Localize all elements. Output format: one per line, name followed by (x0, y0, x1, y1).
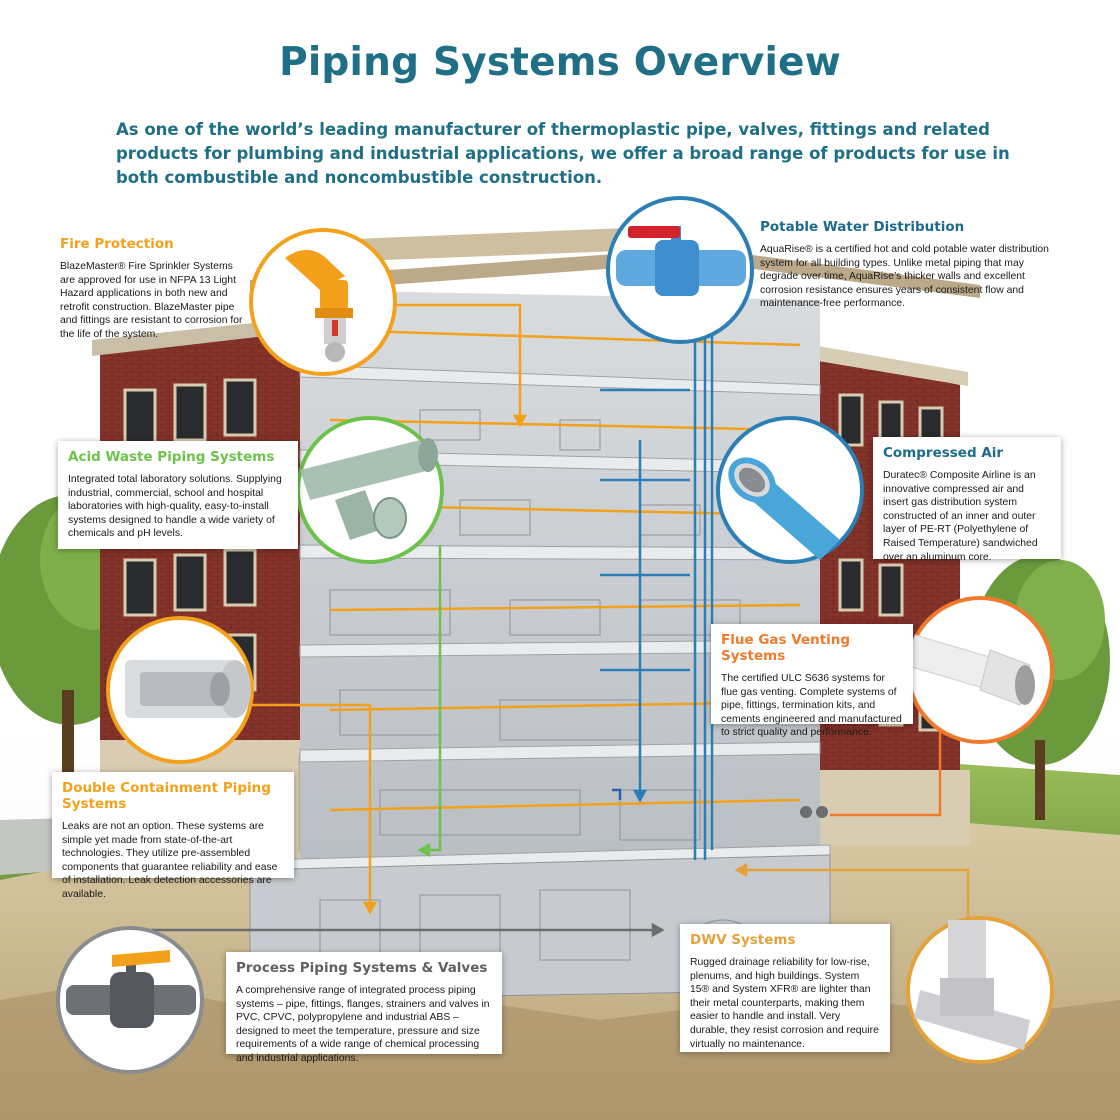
callout-title: Compressed Air (883, 445, 1004, 461)
callout-text: Integrated total laboratory solutions. S… (68, 474, 282, 540)
callout-title: Flue Gas Venting Systems (721, 632, 851, 664)
callout-title: Acid Waste Piping Systems (68, 449, 275, 465)
callout-potable-water: Potable Water Distribution AquaRise® is … (760, 219, 1050, 311)
callout-flue-gas: Flue Gas Venting Systems The certified U… (711, 624, 913, 738)
callout-title: Potable Water Distribution (760, 219, 965, 235)
callout-text: Duratec® Composite Airline is an innovat… (883, 470, 1038, 563)
intro-text: As one of the world’s leading manufactur… (116, 120, 1010, 187)
callout-title: Double Containment Piping Systems (62, 780, 271, 812)
callout-title: DWV Systems (690, 932, 796, 948)
callout-acid-waste: Acid Waste Piping Systems Integrated tot… (58, 441, 298, 549)
callout-text: The certified ULC S636 systems for flue … (721, 673, 902, 739)
callout-title: Fire Protection (60, 236, 174, 252)
callout-text: AquaRise® is a certified hot and cold po… (760, 244, 1049, 310)
callout-text: A comprehensive range of integrated proc… (236, 985, 490, 1064)
callout-title: Process Piping Systems & Valves (236, 960, 488, 976)
callout-text: BlazeMaster® Fire Sprinkler Systems are … (60, 261, 243, 340)
callout-double-containment: Double Containment Piping Systems Leaks … (52, 772, 294, 900)
callout-text: Rugged drainage reliability for low-rise… (690, 957, 879, 1050)
callout-dwv: DWV Systems Rugged drainage reliability … (680, 924, 890, 1052)
callout-fire-protection: Fire Protection BlazeMaster® Fire Sprink… (60, 236, 250, 342)
callout-text: Leaks are not an option. These systems a… (62, 821, 278, 900)
callout-process-piping: Process Piping Systems & Valves A compre… (226, 952, 502, 1064)
callout-compressed-air: Compressed Air Duratec® Composite Airlin… (873, 437, 1061, 563)
page-title: Piping Systems Overview (279, 40, 841, 85)
